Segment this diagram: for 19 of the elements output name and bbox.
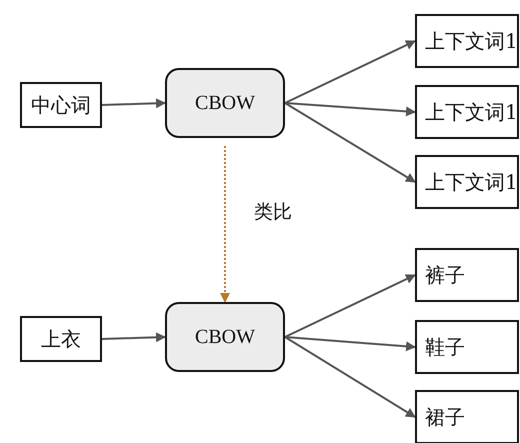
word-box: 上下文词1 bbox=[415, 85, 519, 139]
word-box: 裤子 bbox=[415, 248, 519, 302]
arrow bbox=[102, 98, 166, 108]
word-box: 上下文词1 bbox=[415, 14, 519, 68]
arrow bbox=[284, 336, 416, 418]
model-box: CBOW bbox=[165, 68, 285, 138]
word-box: 上衣 bbox=[20, 316, 102, 362]
model-box: CBOW bbox=[165, 302, 285, 372]
arrow bbox=[284, 102, 416, 183]
arrow bbox=[284, 274, 416, 338]
arrow bbox=[284, 102, 416, 116]
word-box: 鞋子 bbox=[415, 320, 519, 374]
arrow bbox=[102, 332, 166, 342]
arrow bbox=[284, 40, 416, 104]
word-box: 中心词 bbox=[20, 82, 102, 128]
arrow bbox=[284, 336, 416, 352]
word-box: 上下文词1 bbox=[415, 155, 519, 209]
word-box: 裙子 bbox=[415, 390, 519, 443]
arrow bbox=[220, 146, 230, 303]
